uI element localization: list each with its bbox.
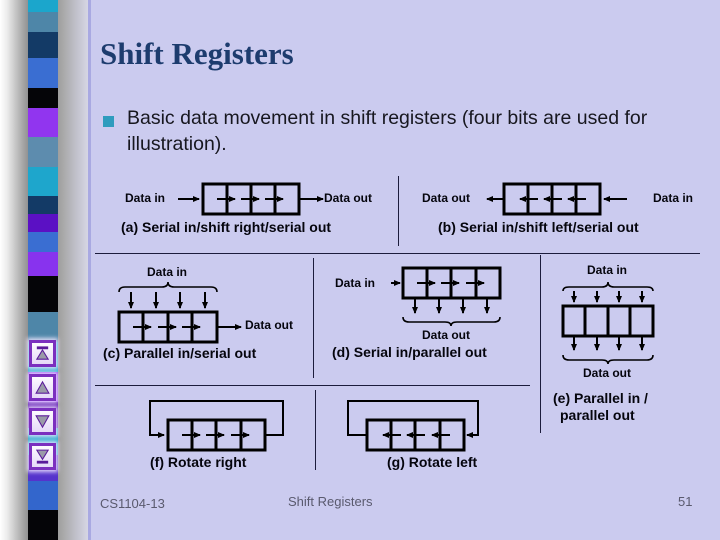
diagram-a-caption: (a) Serial in/shift right/serial out: [121, 219, 332, 235]
band-block: [28, 312, 58, 342]
footer-course-code: CS1104-13: [100, 496, 165, 511]
diagram-c-caption: (c) Parallel in/serial out: [103, 345, 257, 361]
band-block: [28, 214, 58, 232]
band-block: [28, 196, 58, 214]
band-block: [28, 481, 58, 510]
band-block: [28, 58, 58, 88]
page-title: Shift Registers: [100, 36, 294, 71]
band-block: [28, 510, 58, 540]
band-block: [28, 88, 58, 108]
diagram-e-register-graphic: [561, 281, 655, 365]
band-block: [28, 276, 58, 312]
band-block: [28, 32, 58, 58]
band-block: [28, 137, 58, 167]
go-first-button[interactable]: [29, 340, 56, 367]
diagram-b-data-out-label: Data out: [422, 191, 470, 205]
diagram-c-register-graphic: [117, 281, 242, 344]
diagram-g-caption: (g) Rotate left: [387, 454, 478, 470]
diagram-d-data-out-label: Data out: [422, 328, 470, 342]
diagram-a-data-out-label: Data out: [324, 191, 372, 205]
band-block: [28, 252, 58, 276]
diagram-e-data-out-label: Data out: [583, 366, 631, 380]
divider-d-e: [540, 255, 541, 433]
band-block: [28, 108, 58, 137]
diagram-a-data-in-label: Data in: [125, 191, 166, 205]
band-block: [28, 167, 58, 196]
divider-f-g: [315, 390, 316, 470]
go-last-button[interactable]: [29, 443, 56, 470]
next-slide-icon: [35, 415, 50, 429]
divider-c-d: [313, 258, 314, 378]
diagram-b-data-in-label: Data in: [653, 191, 694, 205]
diagram-b-caption: (b) Serial in/shift left/serial out: [438, 219, 639, 235]
diagram-f-register-graphic: [149, 400, 284, 452]
diagram-c-data-out-label: Data out: [245, 318, 293, 332]
divider-a-b: [398, 176, 399, 246]
go-first-icon: [35, 346, 50, 360]
diagram-e-caption-line2: parallel out: [560, 407, 635, 423]
band-block: [28, 0, 58, 12]
diagram-e-data-in-label: Data in: [587, 263, 628, 277]
band-block: [28, 232, 58, 252]
diagram-d-data-in-label: Data in: [335, 276, 376, 290]
bullet-marker: [103, 116, 114, 127]
diagram-d-caption: (d) Serial in/parallel out: [332, 344, 487, 360]
diagram-c-data-in-label: Data in: [147, 265, 188, 279]
footer-page-number: 51: [678, 494, 693, 509]
previous-slide-icon: [35, 380, 50, 394]
sidebar-decoration: [0, 0, 91, 540]
diagram-a-register-graphic: [178, 182, 324, 216]
previous-slide-button[interactable]: [29, 374, 56, 401]
diagram-f-caption: (f) Rotate right: [150, 454, 247, 470]
divider-horizontal-top: [95, 253, 700, 254]
diagram-e-caption-line1: (e) Parallel in /: [553, 390, 648, 406]
go-last-icon: [35, 449, 50, 464]
bullet-text: Basic data movement in shift registers (…: [127, 107, 648, 155]
footer-slide-title: Shift Registers: [288, 494, 373, 509]
diagram-b-register-graphic: [486, 182, 627, 216]
diagram-d-register-graphic: [391, 266, 502, 327]
diagram-g-register-graphic: [347, 400, 479, 452]
band-block: [28, 12, 58, 32]
next-slide-button[interactable]: [29, 408, 56, 435]
divider-horizontal-bottom: [95, 385, 530, 386]
